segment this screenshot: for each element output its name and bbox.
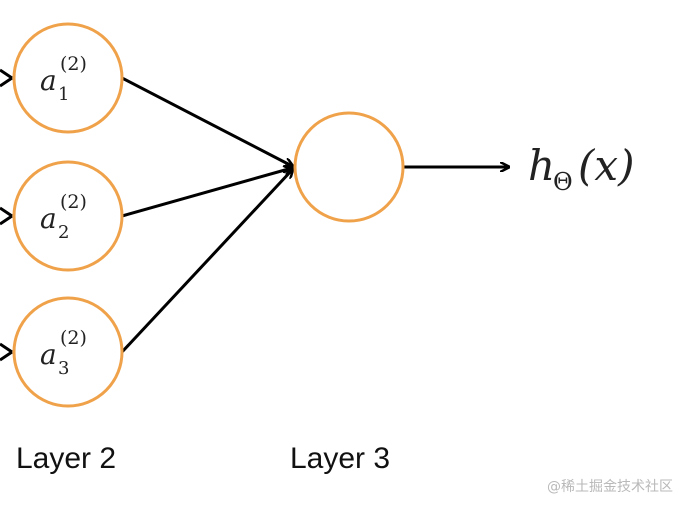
- edges-layer2-to-layer3: [120, 76, 292, 354]
- watermark-text: @稀土掘金技术社区: [547, 479, 673, 495]
- layer2-label: Layer 2: [16, 442, 116, 475]
- incoming-edges-layer1: [0, 68, 13, 362]
- node-superscript: (2): [60, 53, 87, 75]
- node-var: a: [40, 202, 57, 235]
- output-hypothesis: h Θ (x): [528, 141, 634, 196]
- node-circle: [12, 296, 124, 408]
- edge-a2-to-output: [121, 168, 292, 218]
- node-subscript: 2: [58, 222, 69, 243]
- output-subscript: Θ: [553, 168, 573, 196]
- node-var: a: [40, 338, 57, 371]
- node-subscript: 3: [58, 358, 69, 379]
- node-circle: [12, 160, 124, 272]
- edge-a1-to-output: [121, 76, 292, 166]
- output-argument: (x): [578, 141, 634, 190]
- incoming-arrow-3: [0, 342, 13, 362]
- layer2-node-2: a 2 (2): [12, 160, 124, 272]
- node-subscript: 1: [58, 84, 69, 105]
- node-circle: [12, 22, 124, 134]
- layer3-label: Layer 3: [290, 442, 390, 475]
- edge-a3-to-output: [120, 170, 292, 354]
- layer2-node-1: a 1 (2): [12, 22, 124, 134]
- node-superscript: (2): [60, 191, 87, 213]
- node-superscript: (2): [60, 327, 87, 349]
- incoming-arrow-1: [0, 68, 13, 88]
- layer2-node-3: a 3 (2): [12, 296, 124, 408]
- node-var: a: [40, 64, 57, 97]
- incoming-arrow-2: [0, 206, 13, 226]
- layer3-node: [293, 111, 405, 223]
- output-func: h: [528, 141, 555, 190]
